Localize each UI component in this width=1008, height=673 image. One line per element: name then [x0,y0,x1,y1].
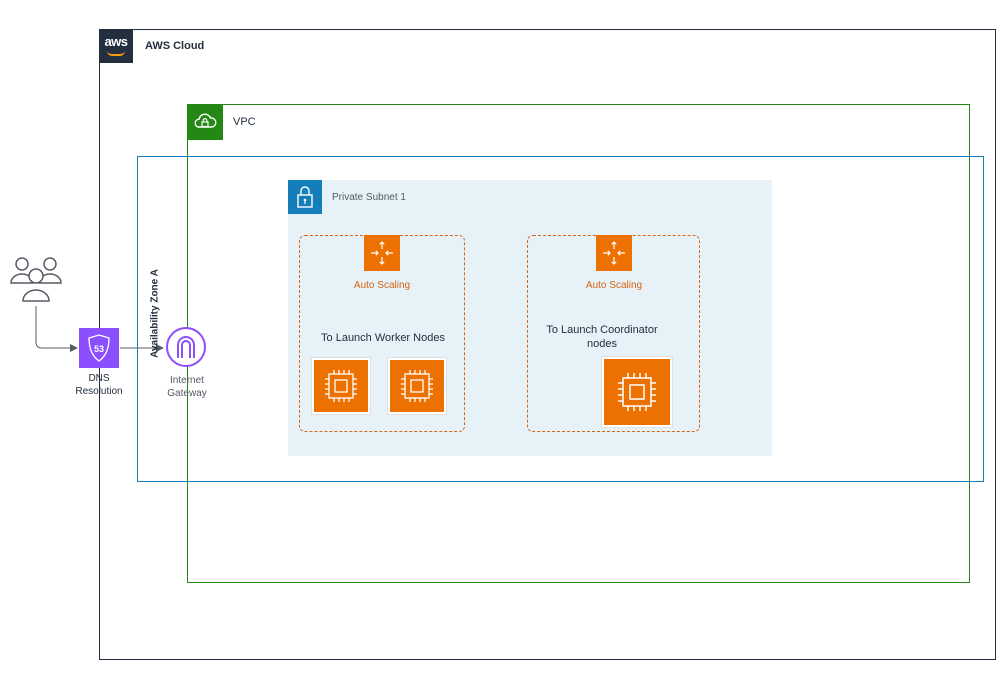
route53-badge-text: 53 [94,344,104,354]
coordinator-note-line1: To Launch Coordinator [546,324,658,336]
users-icon [8,253,64,307]
internet-gateway-label: Internet Gateway [152,374,222,400]
internet-gateway-icon[interactable] [165,326,207,368]
route53-dns-icon[interactable]: 53 [79,328,119,368]
aws-cloud-label: AWS Cloud [145,40,205,52]
users-to-dns-connector [35,306,78,352]
coordinator-note-line2: nodes [587,338,617,350]
worker-autoscaling-label: Auto Scaling [353,280,411,291]
availability-zone-group [137,156,984,482]
vpc-cloud-lock-icon [187,104,223,140]
coordinator-autoscaling-label: Auto Scaling [585,280,643,291]
dns-label-line2: Resolution [75,386,123,397]
vpc-label: VPC [233,116,256,128]
availability-zone-label: Availability Zone A [149,269,161,358]
dns-label-line1: DNS [88,373,110,384]
aws-logo-text: aws [104,34,128,49]
igw-label-line2: Gateway [167,388,207,399]
worker-ec2-instance-2[interactable] [388,358,446,414]
coordinator-nodes-note: To Launch Coordinator nodes [532,323,672,351]
coordinator-autoscaling-icon [596,235,632,271]
aws-logo-icon: aws [99,29,133,63]
worker-autoscaling-icon [364,235,400,271]
coordinator-ec2-instance[interactable] [602,357,672,427]
worker-ec2-instance-1[interactable] [312,358,370,414]
subnet-lock-icon [288,180,322,214]
private-subnet-label: Private Subnet 1 [332,192,406,203]
igw-label-line1: Internet [170,375,204,386]
worker-nodes-note: To Launch Worker Nodes [321,332,445,344]
dns-resolution-label: DNS Resolution [60,372,138,398]
